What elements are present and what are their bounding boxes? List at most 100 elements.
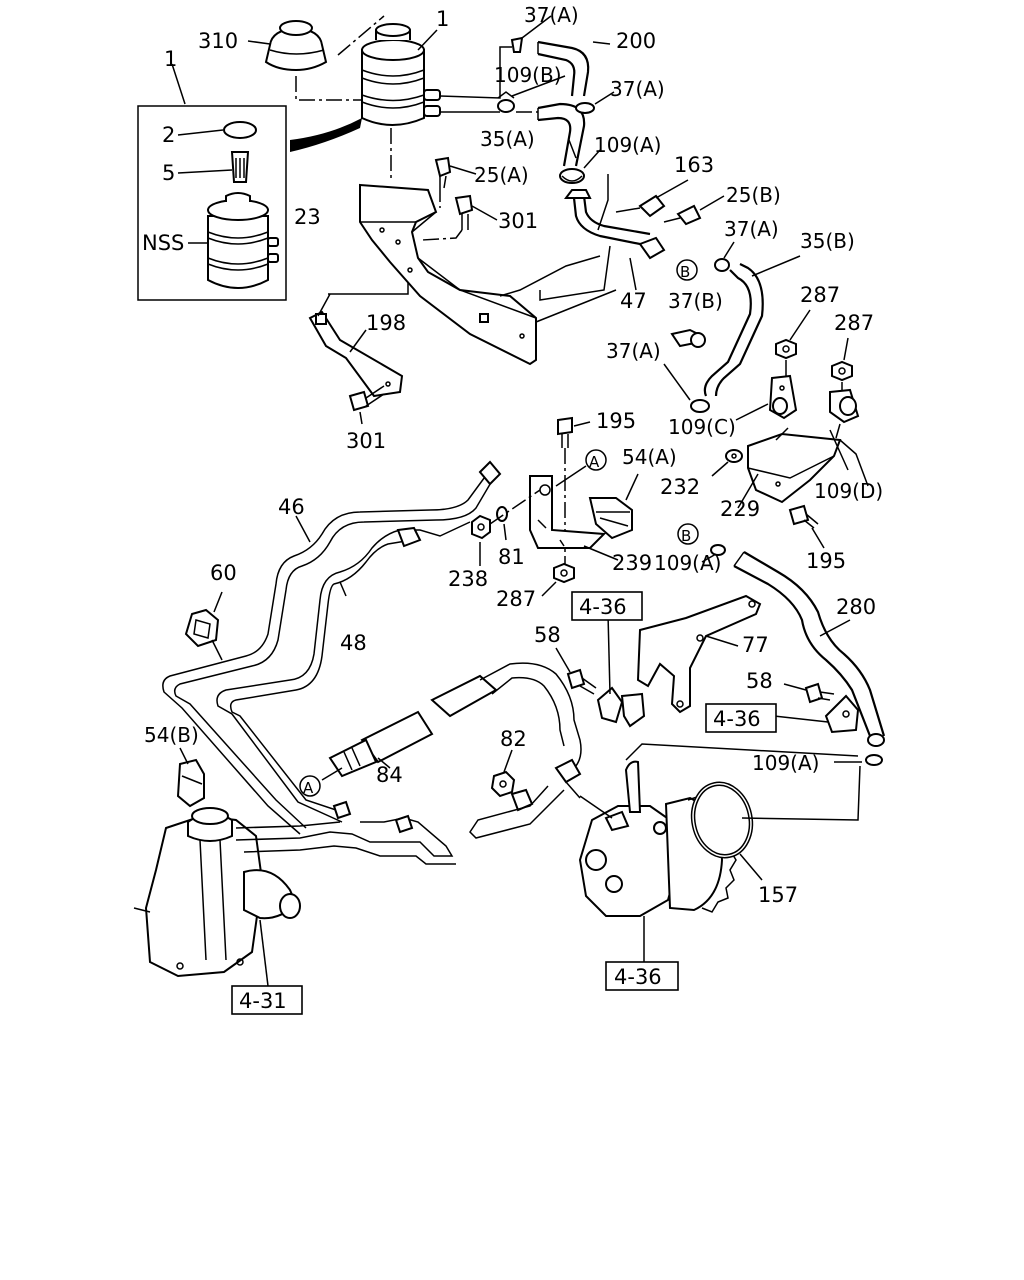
bolt-301-lower [348, 385, 385, 412]
ref-box-431 [231, 985, 303, 1015]
label-nss: NSS [142, 231, 184, 255]
bracket-229 [747, 432, 842, 504]
label-1-inset: 1 [164, 47, 177, 71]
clamp-109A-2 [710, 544, 726, 556]
leader-431 [259, 919, 269, 987]
marker-b-1: B [680, 263, 690, 281]
hose-280 [733, 551, 886, 747]
leader-229 [737, 473, 759, 509]
bracket-77 [636, 594, 762, 714]
hose-35A [537, 102, 586, 167]
clip-37A-top [510, 36, 524, 53]
clamp-109A-1 [559, 168, 585, 184]
label-157: 157 [758, 883, 798, 907]
leaders-47 [597, 174, 637, 291]
label-37a-3: 37(A) [724, 217, 779, 241]
label-23: 23 [294, 205, 321, 229]
leader-280 [819, 619, 851, 637]
leader-48 [339, 581, 347, 597]
clamp-109D [829, 388, 860, 424]
bracket-right-436 [824, 694, 860, 734]
label-77: 77 [742, 633, 769, 657]
pipes-to-gearbox [235, 800, 456, 865]
clamp-109A-3 [865, 754, 883, 766]
bolt-195-top [557, 416, 591, 448]
label-25a: 25(A) [474, 163, 529, 187]
leader-157 [739, 853, 763, 881]
label-35a: 35(A) [480, 127, 535, 151]
dash-238 [489, 489, 541, 525]
pipe-48 [216, 521, 471, 823]
marker-b-circle-2 [677, 523, 699, 545]
label-109d: 109(D) [814, 479, 883, 503]
label-37a-4: 37(A) [606, 339, 661, 363]
label-84: 84 [376, 763, 403, 787]
clamp-109B [497, 91, 515, 113]
leader-109d [829, 429, 869, 487]
label-198: 198 [366, 311, 406, 335]
leader-239 [583, 545, 619, 561]
bracket-198 [308, 310, 404, 398]
leader-35b [751, 255, 801, 277]
clamp-54A [588, 497, 633, 540]
ref-436-b: 4-36 [713, 707, 761, 731]
label-82: 82 [500, 727, 527, 751]
leader-232 [711, 461, 729, 477]
label-60: 60 [210, 561, 237, 585]
leader-46 [295, 515, 311, 543]
label-48: 48 [340, 631, 367, 655]
bracket-23 [359, 183, 537, 366]
steering-gearbox [133, 807, 341, 978]
bolt-58-2 [783, 682, 835, 704]
fitting-163 [615, 194, 666, 218]
label-109a-3: 109(A) [752, 751, 819, 775]
leader-A-239 [555, 465, 587, 487]
bolt-58-1 [566, 668, 597, 695]
inset-box-1 [137, 105, 362, 301]
bolts-229 [775, 423, 841, 441]
clamp-60 [184, 608, 220, 648]
pipe-46 [162, 460, 502, 835]
leader-84 [377, 757, 391, 769]
leaders-bolts-top [449, 165, 498, 221]
clip-37A-4 [690, 399, 710, 413]
leader-1-tank [417, 29, 438, 51]
clip-37A-3 [714, 258, 730, 272]
leader-82 [503, 749, 513, 773]
label-37a-2: 37(A) [610, 77, 665, 101]
ref-431: 4-31 [239, 989, 287, 1013]
leader-310 [295, 15, 385, 101]
leader-37a-3 [723, 241, 735, 259]
ref-box-436-c [605, 961, 679, 991]
leader-301-lower [359, 411, 363, 425]
hose-line-a [439, 46, 512, 99]
hose-35B [703, 263, 764, 397]
leader-195-right [811, 527, 825, 549]
ref-box-436-a [571, 591, 643, 621]
leaders-287 [789, 309, 849, 361]
label-232: 232 [660, 475, 700, 499]
leader-54b [179, 747, 189, 765]
nut-238 [471, 514, 491, 540]
label-310: 310 [198, 29, 238, 53]
clamp-109C [768, 374, 798, 420]
reservoir-cap-310 [264, 20, 328, 72]
label-5: 5 [162, 161, 175, 185]
label-47: 47 [620, 289, 647, 313]
label-280: 280 [836, 595, 876, 619]
marker-a-2: A [303, 779, 314, 797]
marker-b-circle-1 [676, 259, 698, 281]
label-58-2: 58 [746, 669, 773, 693]
clamp-37B [670, 328, 706, 348]
leader-77 [705, 635, 739, 647]
label-163: 163 [674, 153, 714, 177]
label-287-3: 287 [496, 587, 536, 611]
leader-pump-return [625, 743, 861, 821]
leader-198 [349, 329, 367, 353]
label-46: 46 [278, 495, 305, 519]
marker-a-circle-2 [299, 775, 321, 797]
label-2: 2 [162, 123, 175, 147]
clamp-54B [176, 758, 205, 808]
dash-bolts [421, 186, 463, 241]
